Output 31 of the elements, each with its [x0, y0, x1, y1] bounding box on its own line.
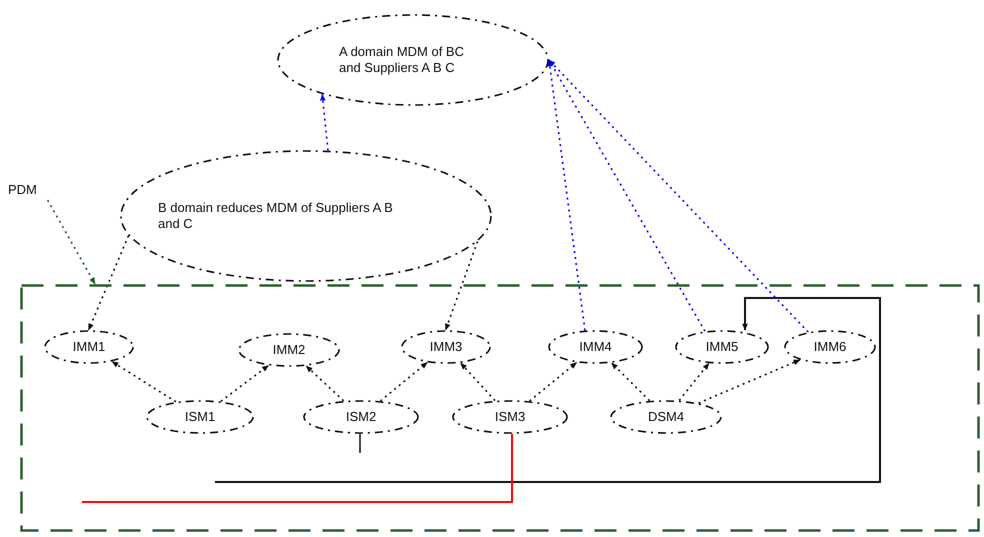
node-label: IMM4 [578, 339, 613, 355]
node-label: IMM3 [428, 339, 464, 355]
arrow [529, 362, 578, 402]
arrow [380, 362, 428, 402]
connector-line [82, 434, 513, 503]
region-label: PDM [8, 182, 37, 198]
arrow [678, 362, 710, 401]
node-label: IMM5 [704, 339, 740, 355]
arrow [112, 360, 176, 402]
node-label: ISM2 [344, 409, 378, 425]
node-label: ISM1 [184, 409, 216, 425]
node-label: DSM4 [646, 409, 686, 425]
node-label: IMM2 [272, 342, 306, 358]
node-label: IMM6 [812, 339, 848, 355]
arrow [88, 235, 130, 331]
node-label: A domain MDM of BC and Suppliers A B C [339, 44, 465, 76]
arrow [46, 200, 96, 285]
arrow [548, 59, 809, 333]
arrow [306, 365, 344, 402]
node-label: B domain reduces MDM of Suppliers A B and C [158, 200, 394, 232]
arrow [320, 94, 329, 151]
arrow [548, 59, 706, 332]
arrow [444, 241, 478, 331]
arrow [698, 359, 801, 404]
arrow [460, 362, 496, 402]
arrow [547, 59, 586, 330]
arrow [611, 362, 650, 402]
node-label: ISM3 [494, 409, 526, 425]
arrow [220, 364, 269, 402]
arrow [215, 297, 881, 483]
node-label: IMM1 [72, 339, 106, 355]
